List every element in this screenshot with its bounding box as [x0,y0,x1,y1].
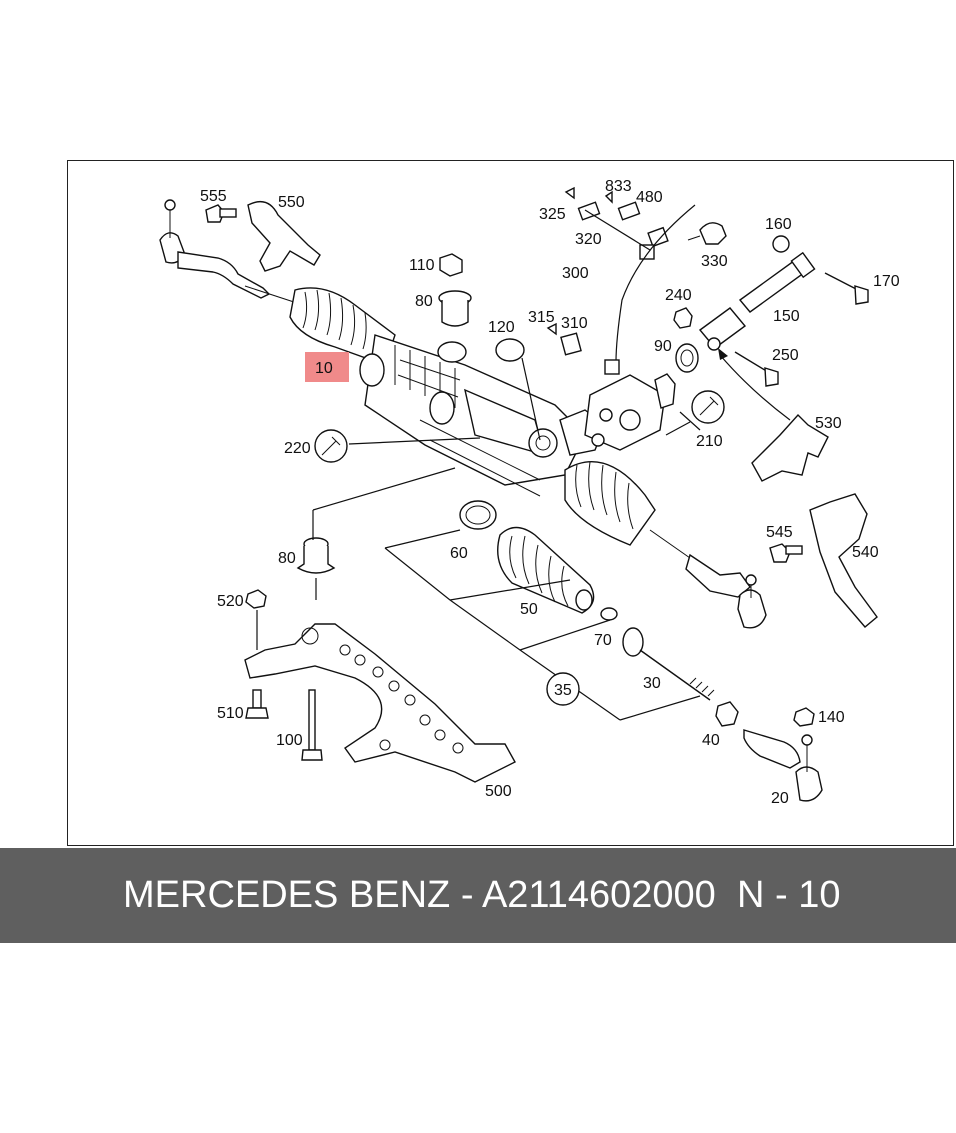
bolt-555 [205,204,237,223]
label-60: 60 [450,545,468,562]
label-170: 170 [873,273,900,290]
label-210: 210 [696,433,723,450]
label-120: 120 [488,319,515,336]
label-70: 70 [594,632,612,649]
steering-rack-assembly [159,199,767,629]
label-320: 320 [575,231,602,248]
nut-40 [715,701,739,727]
label-300: 300 [562,265,589,282]
label-250: 250 [772,347,799,364]
highlight-box [305,352,349,382]
label-833: 833 [605,178,632,195]
nut-110 [439,253,463,277]
label-550: 550 [278,194,305,211]
label-480: 480 [636,189,663,206]
label-315: 315 [528,309,555,326]
label-310: 310 [561,315,588,332]
steering-rack-diagram: 555 550 110 80 325 833 480 320 330 160 1… [159,178,900,807]
bracket-530 [751,413,829,482]
label-90: 90 [654,338,672,355]
label-220: 220 [284,440,311,457]
cap-120 [495,338,525,362]
clamp-70 [600,607,618,621]
label-325: 325 [539,206,566,223]
boot-50 [497,526,595,614]
label-50: 50 [520,601,538,618]
shield-540 [809,493,878,628]
label-140: 140 [818,709,845,726]
clamp-60 [459,500,497,530]
label-545: 545 [766,524,793,541]
label-520: 520 [217,593,244,610]
bolt-100 [301,689,323,761]
nut-240 [673,307,693,329]
label-555: 555 [200,188,227,205]
bracket-550 [247,201,321,272]
footer-bar: MERCEDES BENZ - A2114602000 N - 10 [0,848,956,943]
bushing-80-lower [296,537,336,574]
label-10-highlighted: 10 [315,360,333,377]
label-500: 500 [485,783,512,800]
label-40: 40 [702,732,720,749]
part-labels: 555 550 110 80 325 833 480 320 330 160 1… [200,178,900,807]
label-30: 30 [643,675,661,692]
washer-160 [772,235,790,253]
label-540: 540 [852,544,879,561]
label-80-lower: 80 [278,550,296,567]
bushing-80-top [438,290,472,327]
bolt-250 [734,351,779,387]
bolt-510 [245,689,269,719]
label-530: 530 [815,415,842,432]
label-240: 240 [665,287,692,304]
part-number-title: MERCEDES BENZ - A2114602000 [123,874,716,916]
label-20: 20 [771,790,789,807]
callout-circle-35 [546,672,580,706]
nut-140 [793,707,815,727]
label-80: 80 [415,293,433,310]
bolt-545 [769,543,803,563]
label-510: 510 [217,705,244,722]
tie-rod-end-20 [743,729,823,802]
label-160: 160 [765,216,792,233]
bolt-170 [824,272,869,305]
label-35: 35 [554,682,572,699]
crossmember-500 [244,623,516,783]
position-label: N - 10 [737,874,841,916]
tie-rod-30 [622,627,715,701]
label-110: 110 [409,257,435,274]
shaft-150 [698,251,816,351]
nut-520 [245,589,267,609]
label-150: 150 [773,308,800,325]
label-100: 100 [276,732,303,749]
label-330: 330 [701,253,728,270]
seal-90 [675,343,699,373]
